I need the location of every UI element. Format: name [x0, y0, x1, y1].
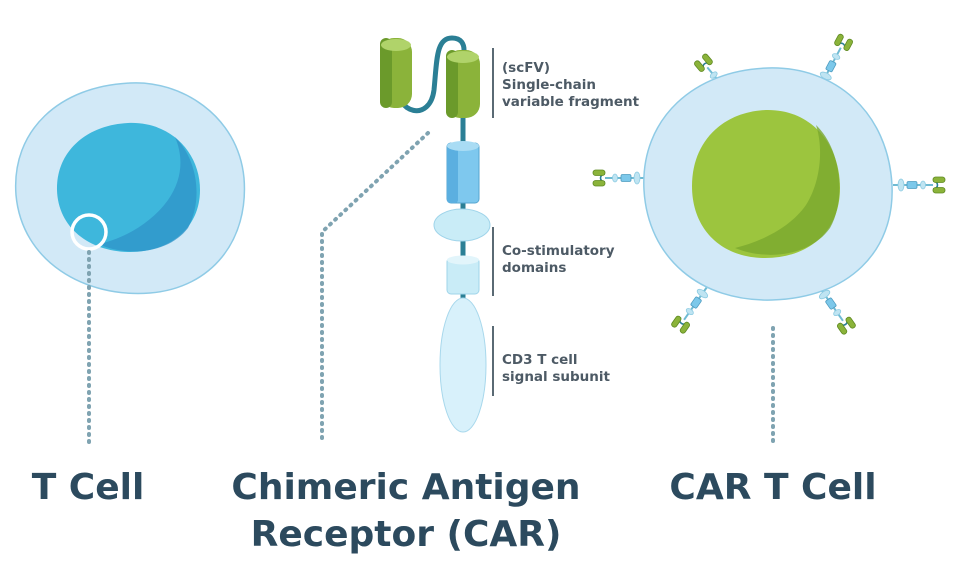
scfv-right-domain — [446, 50, 480, 118]
car-receptor-icon — [592, 169, 646, 187]
cd3-signal-subunit — [439, 297, 487, 433]
costim-annotation: Co-stimulatory domains — [502, 243, 619, 276]
cd3-annotation: CD3 T cell signal subunit — [502, 352, 611, 385]
t-cell-receptor-highlight — [70, 213, 108, 251]
scfv-left-domain — [380, 38, 412, 108]
car-title-line1: Chimeric Antigen — [231, 467, 580, 508]
car-t-cell — [592, 32, 946, 445]
costim-domain-upper — [433, 208, 491, 242]
car-dotted-leader — [320, 131, 430, 445]
car-t-cell-nucleus-shade — [735, 125, 840, 255]
scfv-linker — [393, 35, 467, 114]
car-title-line2: Receptor (CAR) — [251, 514, 562, 555]
car-t-cell-title: CAR T Cell — [669, 467, 876, 508]
car-receptor-icon — [892, 176, 946, 194]
costim-domain-lower — [446, 255, 480, 295]
scfv-annotation: (scFV) Single-chain variable fragment — [502, 60, 640, 110]
t-cell-title: T Cell — [32, 467, 145, 508]
transmembrane-domain — [446, 141, 480, 204]
car-receptor-icon — [669, 281, 715, 336]
t-cell-nucleus-shade — [98, 137, 197, 252]
t-cell — [14, 82, 246, 447]
car-receptor: (scFV) Single-chain variable fragment Co… — [320, 35, 640, 445]
